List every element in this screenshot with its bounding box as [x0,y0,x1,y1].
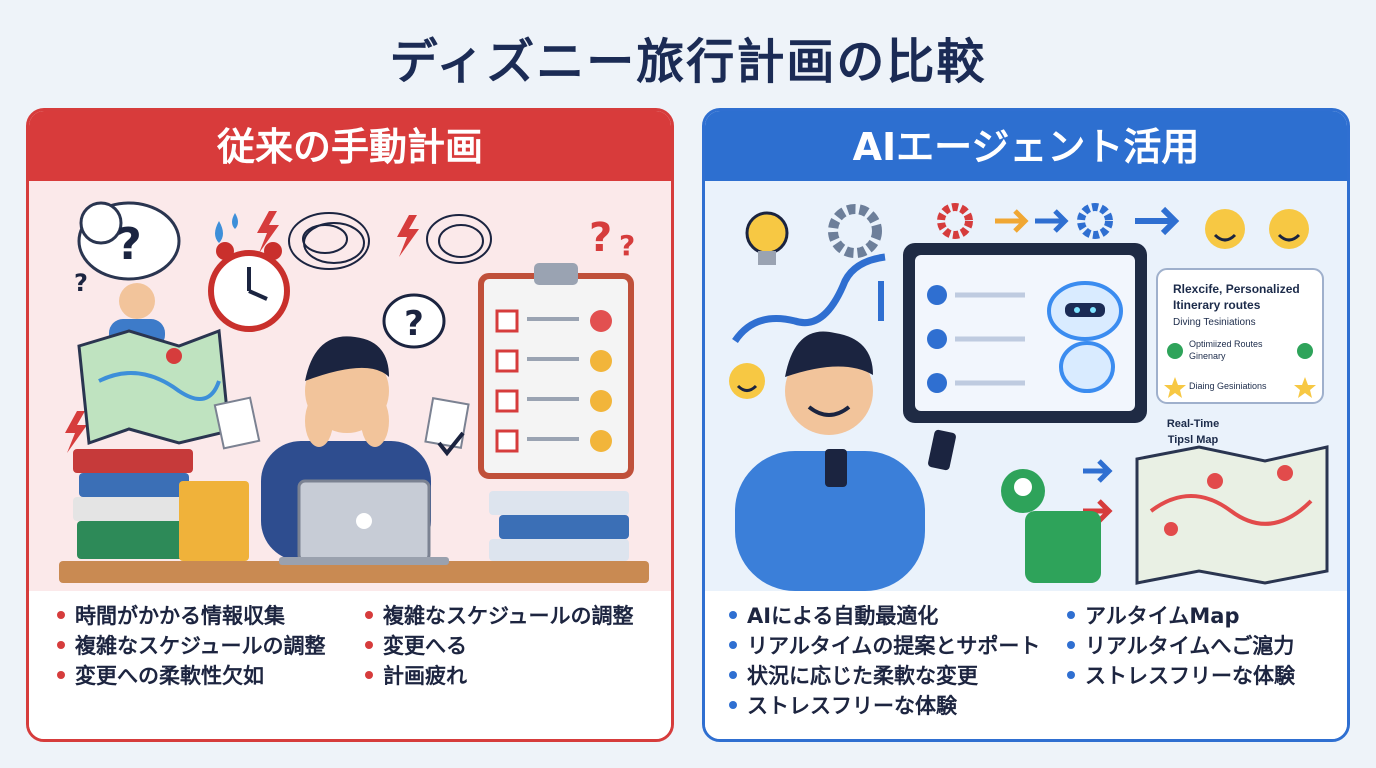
list-item: 時間がかかる情報収集 [57,601,326,631]
desk [59,561,649,583]
card-line-3: Diving Tesiniations [1173,317,1256,328]
happy-man-icon [735,331,956,591]
card-item-1-line-2: Ginenary [1189,351,1226,361]
svg-text:?: ? [619,229,635,262]
laptop-icon [279,479,449,565]
bullet-dot-icon [365,641,373,649]
svg-text:?: ? [589,215,612,261]
star-icon [1294,377,1316,398]
lightbulb-icon [745,211,789,265]
bullet-dot-icon [57,611,65,619]
check-circle-icon [1167,343,1183,359]
svg-text:?: ? [404,304,424,344]
card-item-2: Diaing Gesiniations [1189,381,1267,391]
check-circle-icon [1297,343,1313,359]
arrow-right-icon [995,209,1029,233]
list-item: アルタイムMap [1067,601,1295,631]
arrow-right-icon [1035,209,1069,233]
svg-text:?: ? [74,269,88,297]
bullet-dot-icon [1067,641,1075,649]
bullet-dot-icon [729,671,737,679]
list-item: 複雑なスケジュールの調整 [365,601,634,631]
card-line-1: Rlexcife, Personalized [1173,282,1300,296]
bullet-dot-icon [365,611,373,619]
list-item: AIによる自動最適化 [729,601,1040,631]
card-item-1-line-1: Optimiized Routes [1189,339,1263,349]
bullet-dot-icon [1067,611,1075,619]
star-icon [1164,377,1186,398]
bullet-dot-icon [57,671,65,679]
ai-agent-header: AIエージェント活用 [705,111,1347,181]
ai-agent-illustration: Rlexcife, Personalized Itinerary routes … [705,181,1347,591]
manual-planning-header: 従来の手動計画 [29,111,671,181]
list-item: 変更へる [365,631,634,661]
ai-robot-icon [1047,281,1123,393]
itinerary-info-card: Rlexcife, Personalized Itinerary routes … [1156,268,1324,404]
bullet-dot-icon [729,701,737,709]
bullet-dot-icon [365,671,373,679]
list-item: 複雑なスケジュールの調整 [57,631,326,661]
list-item: 状況に応じた柔軟な変更 [729,661,1040,691]
smartphone-icon [825,449,847,487]
stacked-books-icon [73,449,249,561]
ai-agent-bullets: AIによる自動最適化 リアルタイムの提案とサポート 状況に応じた柔軟な変更 スト… [705,591,1347,739]
tangled-scribble-icon [288,212,492,270]
smartphone-icon [928,429,956,471]
svg-text:?: ? [116,219,142,270]
sweat-drop-icon [232,213,238,229]
bullet-dot-icon [57,641,65,649]
list-item: ストレスフリーな体験 [1067,661,1295,691]
manual-planning-panel: 従来の手動計画 ? ? [26,108,674,742]
location-pin-icon [1001,469,1045,513]
green-block-icon [1025,511,1101,583]
lightning-icon [257,211,279,253]
smiley-icon [1205,209,1245,249]
stacked-books-icon [489,491,629,561]
manual-planning-illustration: ? ? [29,181,671,591]
sweat-drop-icon [215,221,223,243]
manual-bullets-col2: 複雑なスケジュールの調整 変更へる 計画疲れ [365,601,634,691]
arrow-right-icon [1135,206,1180,236]
ai-bullets-col2: アルタイムMap リアルタイムへご滬力 ストレスフリーな体験 [1067,601,1295,691]
lightning-icon [397,215,419,257]
ai-agent-panel: AIエージェント活用 [702,108,1350,742]
route-arrow-icon [732,253,886,344]
smiley-icon [729,363,765,399]
page-title: ディズニー旅行計画の比較 [389,34,987,90]
arrow-right-icon [1083,459,1113,483]
card-line-2: Itinerary routes [1173,298,1261,312]
list-item: リアルタイムの提案とサポート [729,631,1040,661]
paper-sheet-icon [213,396,261,450]
bullet-dot-icon [729,641,737,649]
real-time-map-icon [1135,445,1329,585]
gear-icon [1077,203,1113,239]
bullet-dot-icon [729,611,737,619]
folded-map-icon [77,328,231,446]
gear-icon [828,204,882,258]
manual-planning-bullets: 時間がかかる情報収集 複雑なスケジュールの調整 変更への柔軟性欠如 複雑なスケジ… [29,591,671,739]
question-bubble-icon: ? [382,293,446,349]
map-label-line-1: Real-Time [1167,418,1219,430]
list-item: 計画疲れ [365,661,634,691]
lightning-icon [65,411,87,453]
checklist-clipboard-icon [478,263,634,479]
checkmark-icon [437,431,465,457]
alarm-clock-icon [208,242,290,332]
smiley-icon [1269,209,1309,249]
manual-bullets-col1: 時間がかかる情報収集 複雑なスケジュールの調整 変更への柔軟性欠如 [57,601,326,691]
list-item: 変更への柔軟性欠如 [57,661,326,691]
list-item: リアルタイムへご滬力 [1067,631,1295,661]
paper-sheet-icon [424,397,470,449]
list-item: ストレスフリーな体験 [729,691,1040,721]
map-label-line-2: Tipsl Map [1168,434,1219,446]
gear-icon [937,203,973,239]
bullet-dot-icon [1067,671,1075,679]
question-cloud-icon: ? [77,201,181,281]
ai-bullets-col1: AIによる自動最適化 リアルタイムの提案とサポート 状況に応じた柔軟な変更 スト… [729,601,1040,721]
